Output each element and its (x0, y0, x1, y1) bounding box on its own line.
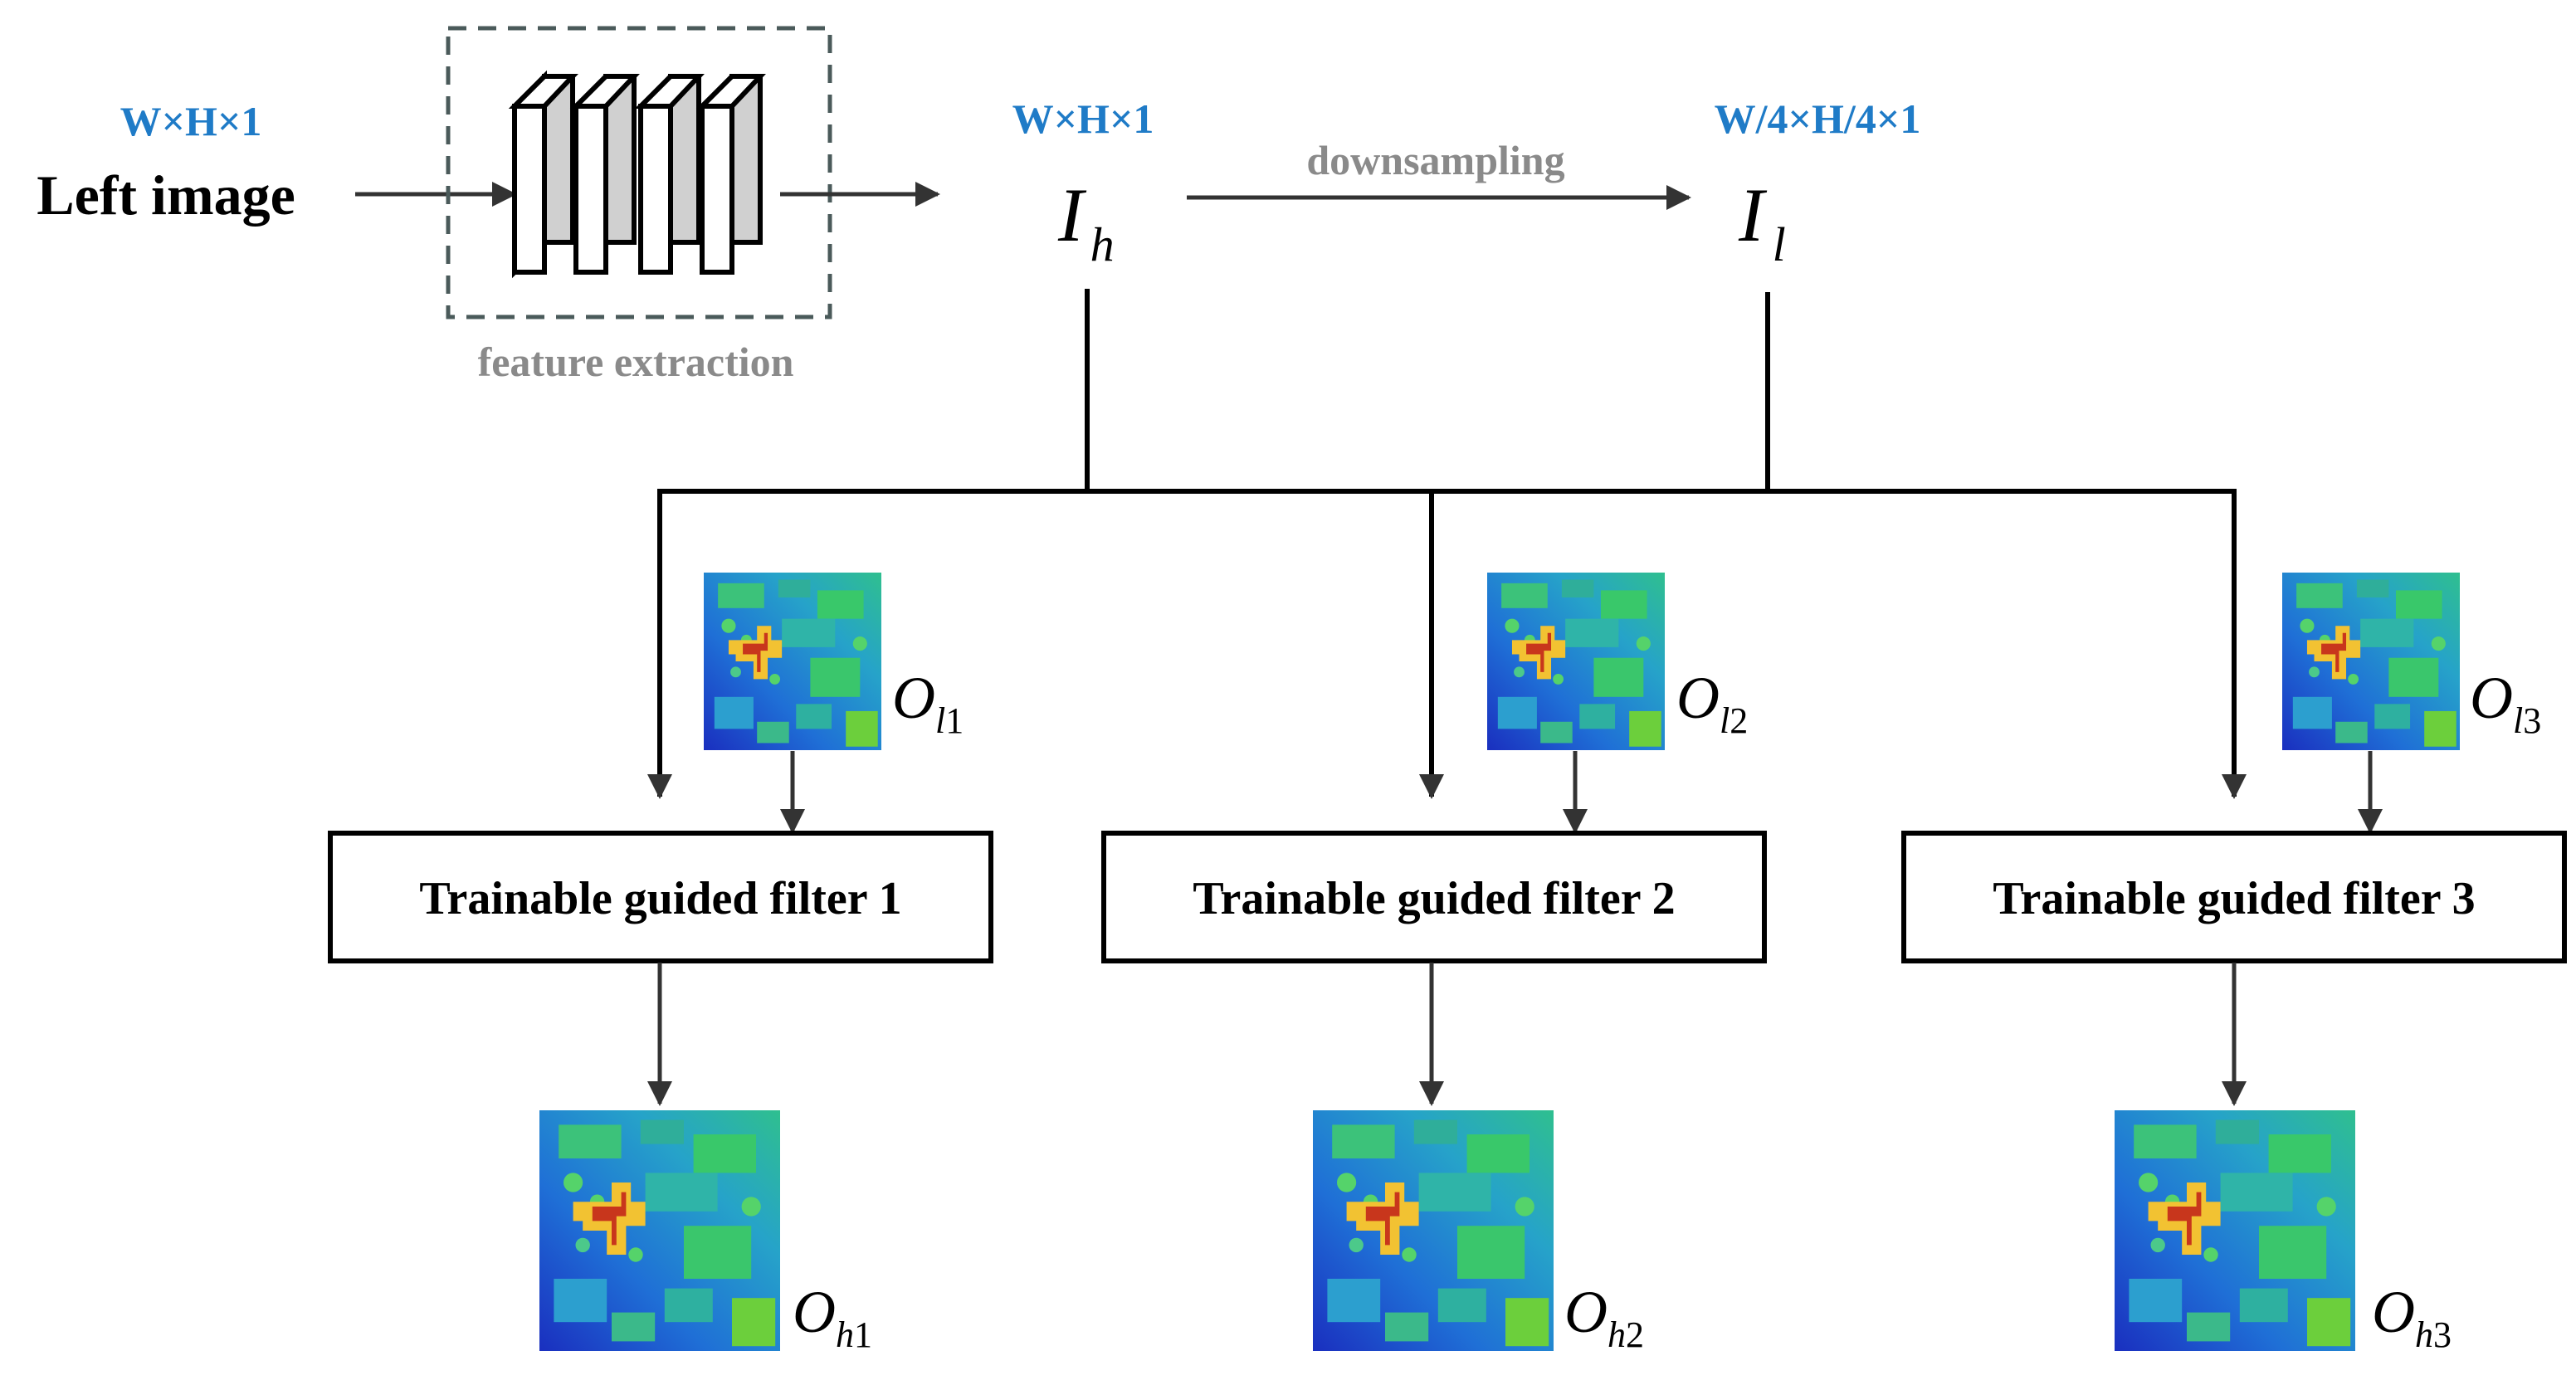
ol3-thumbnail (2282, 573, 2460, 750)
oh3-thumbnail (2115, 1110, 2355, 1351)
input-dim-label: W×H×1 (120, 98, 262, 144)
branch-3: Ol3 Trainable guided filter 3 Oh3 (1901, 573, 2567, 1355)
feature-layers-icon (508, 70, 766, 279)
il-dim-label: W/4×H/4×1 (1715, 95, 1921, 142)
ol2-thumbnail (1487, 573, 1665, 750)
connector-lines (647, 289, 2247, 799)
filter-1-label: Trainable guided filter 1 (419, 873, 901, 924)
filter-2-box (1101, 831, 1767, 963)
feature-extraction-label: feature extraction (478, 339, 794, 385)
downsampling-label: downsampling (1306, 137, 1564, 183)
left-image-label: Left image (37, 163, 295, 227)
branch-1: Ol1 Trainable guided filter 1 Oh1 (328, 573, 993, 1355)
feature-extraction-box (446, 26, 832, 319)
branch-2: Ol2 Trainable guided filter 2 Oh2 (1101, 573, 1767, 1355)
oh2-symbol: Oh2 (1564, 1279, 1644, 1355)
filter-3-label: Trainable guided filter 3 (1993, 873, 2475, 924)
ol1-symbol: Ol1 (892, 665, 964, 741)
oh1-thumbnail (539, 1110, 780, 1351)
ol2-symbol: Ol2 (1676, 665, 1748, 741)
filter-1-box (328, 831, 993, 963)
filter-3-box (1901, 831, 2567, 963)
oh1-symbol: Oh1 (793, 1279, 872, 1355)
oh3-symbol: Oh3 (2372, 1279, 2452, 1355)
filter-2-label: Trainable guided filter 2 (1193, 873, 1675, 924)
ol3-symbol: Ol3 (2470, 665, 2541, 741)
ih-dim-label: W×H×1 (1012, 95, 1154, 142)
ol1-thumbnail (704, 573, 881, 750)
oh2-thumbnail (1313, 1110, 1554, 1351)
